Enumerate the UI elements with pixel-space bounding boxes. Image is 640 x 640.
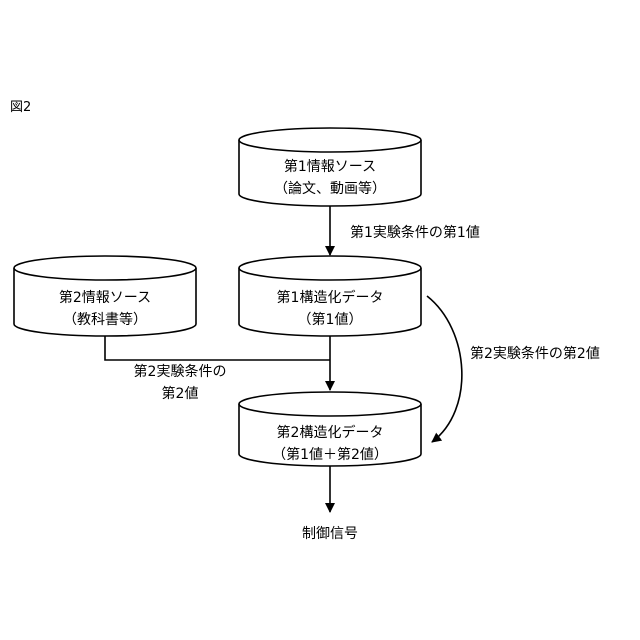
source1-cylinder: 第1情報ソース （論文、動画等） <box>239 128 421 206</box>
label-exp2-line2: 第2値 <box>162 385 199 402</box>
struct1-subtitle: （第1値） <box>298 311 363 328</box>
label-exp2-line1: 第2実験条件の <box>134 363 227 380</box>
source1-title: 第1情報ソース <box>284 158 376 175</box>
figure-label: 図2 <box>10 100 31 115</box>
struct1-title: 第1構造化データ <box>277 289 384 306</box>
source2-cylinder: 第2情報ソース （教科書等） <box>14 256 196 336</box>
struct1-cylinder: 第1構造化データ （第1値） <box>239 256 421 336</box>
output-label: 制御信号 <box>302 526 358 542</box>
line-source2-to-merge <box>105 336 330 360</box>
label-exp2-curve: 第2実験条件の第2値 <box>470 345 600 362</box>
struct2-subtitle: （第1値＋第2値） <box>272 446 388 463</box>
source1-subtitle: （論文、動画等） <box>274 180 386 197</box>
struct2-title: 第2構造化データ <box>277 424 384 441</box>
struct2-cylinder: 第2構造化データ （第1値＋第2値） <box>239 392 421 466</box>
curved-arrow-struct1-to-struct2 <box>427 296 462 442</box>
label-exp1: 第1実験条件の第1値 <box>350 224 480 241</box>
source2-title: 第2情報ソース <box>59 289 151 306</box>
source2-subtitle: （教科書等） <box>63 311 147 328</box>
